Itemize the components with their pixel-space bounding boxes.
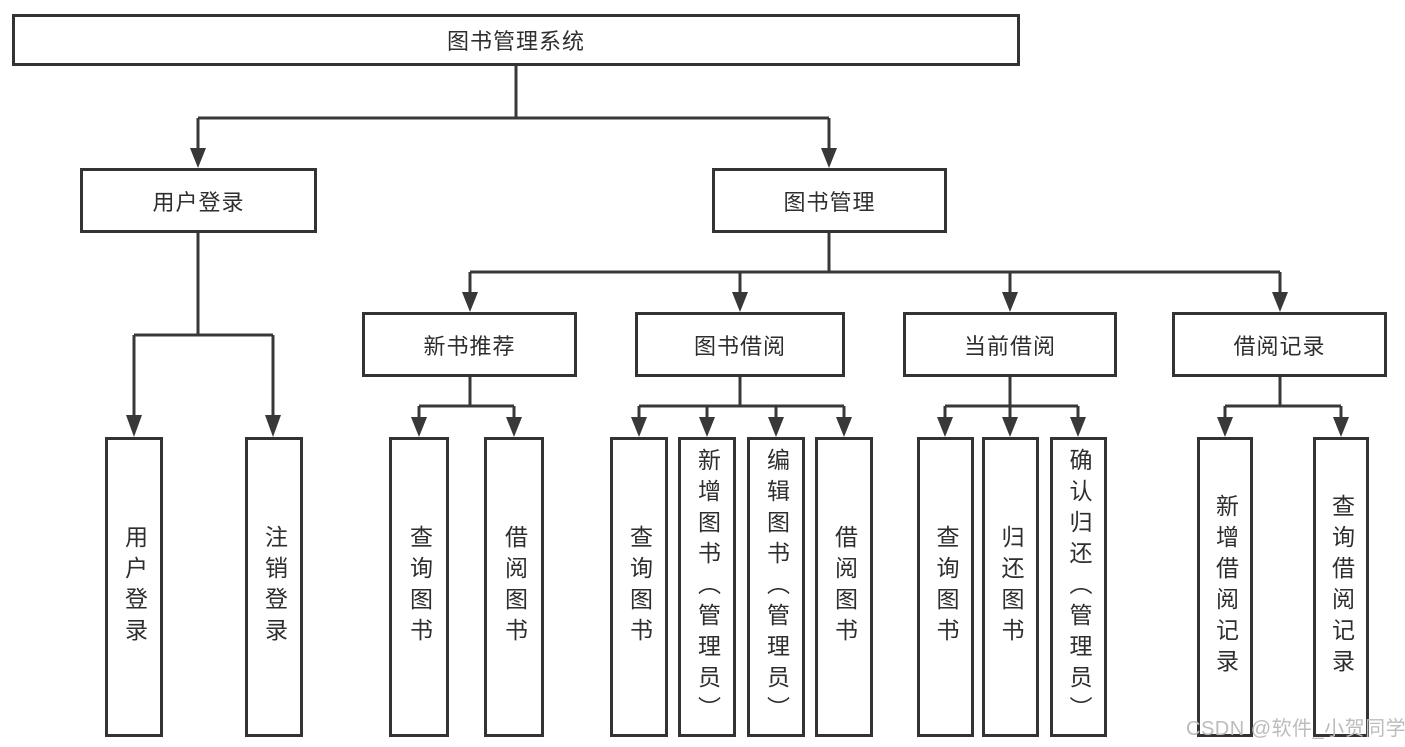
leaf-current-query-book-label: 查询图书 xyxy=(933,525,959,649)
node-book-management: 图书管理 xyxy=(712,168,947,233)
leaf-recommend-borrow-book-label: 借阅图书 xyxy=(501,525,528,649)
leaf-current-query-book: 查询图书 xyxy=(917,437,974,737)
node-new-book-recommend-label: 新书推荐 xyxy=(423,333,516,359)
leaf-recommend-query-book: 查询图书 xyxy=(389,437,449,737)
node-new-book-recommend: 新书推荐 xyxy=(362,312,577,377)
leaf-user-login: 用户登录 xyxy=(105,437,163,737)
leaf-logout: 注销登录 xyxy=(245,437,303,737)
connector-borrow-branch xyxy=(637,377,846,419)
node-library-system: 图书管理系统 xyxy=(12,14,1020,66)
node-current-borrow: 当前借阅 xyxy=(903,312,1117,377)
leaf-recommend-query-book-label: 查询图书 xyxy=(406,525,433,649)
leaf-return-book-label: 归还图书 xyxy=(998,525,1024,649)
connector-book-management-branch xyxy=(468,233,1282,294)
leaf-borrow-query-book: 查询图书 xyxy=(610,437,668,737)
node-current-borrow-label: 当前借阅 xyxy=(963,333,1056,359)
leaf-edit-book-admin-label: 编辑图书（管理员） xyxy=(763,447,790,727)
node-library-system-label: 图书管理系统 xyxy=(446,29,585,54)
node-borrow-records-label: 借阅记录 xyxy=(1233,333,1326,359)
connector-recommend-branch xyxy=(417,377,516,419)
node-book-management-label: 图书管理 xyxy=(783,189,876,215)
leaf-borrow-query-book-label: 查询图书 xyxy=(626,525,653,649)
leaf-borrow-borrow-book: 借阅图书 xyxy=(815,437,873,737)
leaf-logout-label: 注销登录 xyxy=(261,525,288,649)
arrowheads-level3 xyxy=(462,292,1288,312)
connector-records-branch xyxy=(1223,377,1343,419)
leaf-recommend-borrow-book: 借阅图书 xyxy=(484,437,544,737)
connector-current-branch xyxy=(943,377,1080,419)
leaf-confirm-return-admin-label: 确认归还（管理员） xyxy=(1066,447,1092,727)
leaf-add-book-admin: 新增图书（管理员） xyxy=(678,437,736,737)
leaf-borrow-borrow-book-label: 借阅图书 xyxy=(831,525,858,649)
arrowheads-level4 xyxy=(411,417,1349,437)
node-book-borrow-label: 图书借阅 xyxy=(693,333,786,359)
leaf-add-borrow-record-label: 新增借阅记录 xyxy=(1212,494,1239,680)
arrowheads-level2 xyxy=(190,148,837,168)
leaf-query-borrow-record: 查询借阅记录 xyxy=(1313,437,1369,737)
connector-root-branch xyxy=(196,66,831,150)
node-book-borrow: 图书借阅 xyxy=(635,312,845,377)
node-borrow-records: 借阅记录 xyxy=(1172,312,1387,377)
node-user-login: 用户登录 xyxy=(80,168,317,233)
csdn-watermark: CSDN @软件_小贺同学 xyxy=(1186,718,1405,740)
leaf-return-book: 归还图书 xyxy=(982,437,1039,737)
leaf-user-login-label: 用户登录 xyxy=(121,525,148,649)
connector-user-login-branch xyxy=(132,233,275,417)
arrowheads-user-login-children xyxy=(126,415,281,437)
leaf-query-borrow-record-label: 查询借阅记录 xyxy=(1328,494,1355,680)
leaf-add-borrow-record: 新增借阅记录 xyxy=(1197,437,1253,737)
leaf-confirm-return-admin: 确认归还（管理员） xyxy=(1050,437,1107,737)
node-user-login-label: 用户登录 xyxy=(152,189,245,215)
leaf-edit-book-admin: 编辑图书（管理员） xyxy=(747,437,805,737)
leaf-add-book-admin-label: 新增图书（管理员） xyxy=(694,447,721,727)
